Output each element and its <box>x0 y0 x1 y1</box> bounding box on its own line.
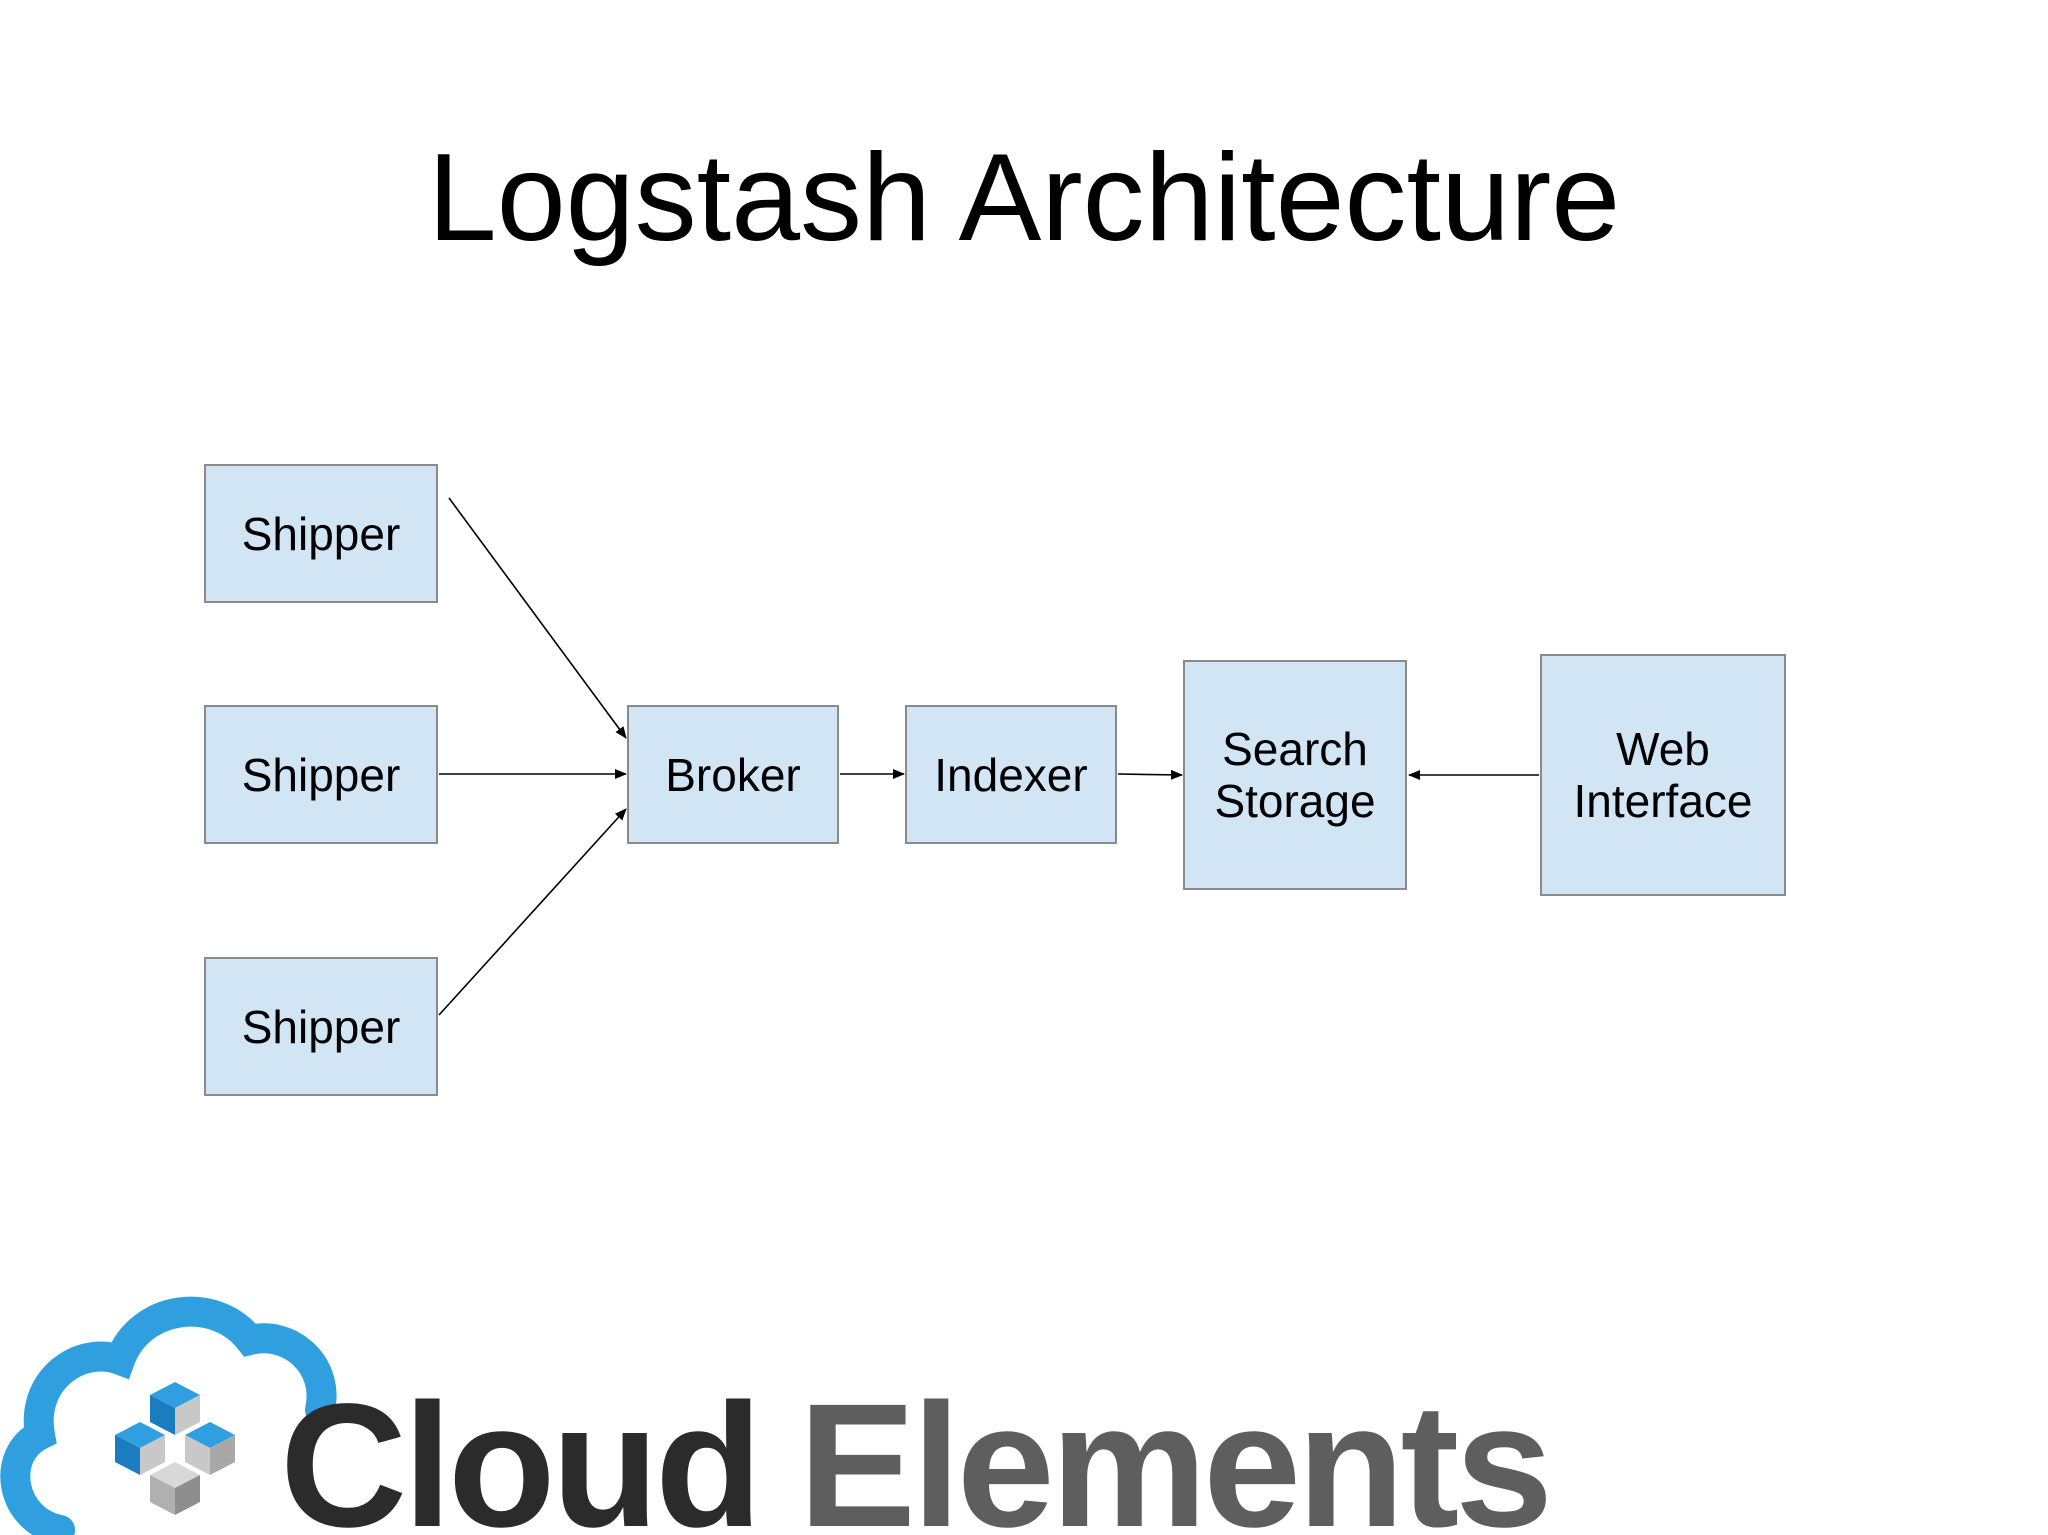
node-search-storage: Search Storage <box>1183 660 1407 890</box>
node-shipper-2: Shipper <box>204 705 438 844</box>
node-web-interface: Web Interface <box>1540 654 1786 896</box>
slide-title: Logstash Architecture <box>427 129 1621 267</box>
node-label: Web Interface <box>1573 723 1753 827</box>
node-label: Shipper <box>241 748 401 801</box>
logo-word-cloud: Cloud <box>280 1368 763 1535</box>
node-shipper-3: Shipper <box>204 957 438 1096</box>
edge-indexer-search <box>1117 769 1183 780</box>
node-broker: Broker <box>627 705 839 844</box>
node-label: Shipper <box>241 507 401 560</box>
node-label: Shipper <box>241 1000 401 1053</box>
edge-shipper1-broker <box>448 497 627 739</box>
node-indexer: Indexer <box>905 705 1117 844</box>
node-shipper-1: Shipper <box>204 464 438 603</box>
node-label: Broker <box>665 748 801 801</box>
node-label: Search Storage <box>1214 723 1376 827</box>
edge-shipper3-broker <box>438 808 627 1016</box>
node-label: Indexer <box>934 748 1088 801</box>
logo-word-elements: Elements <box>798 1368 1554 1535</box>
cloud-cubes-icon <box>0 1296 337 1535</box>
